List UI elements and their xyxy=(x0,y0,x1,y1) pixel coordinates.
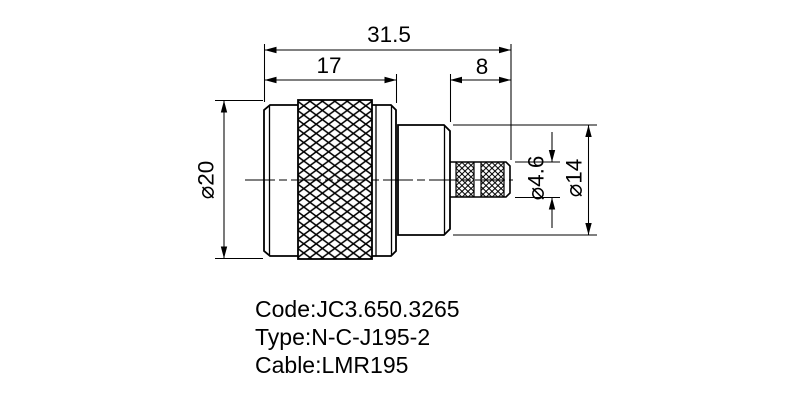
dim-crimp-length-label: 8 xyxy=(476,54,489,79)
rear-body xyxy=(397,124,451,236)
crimp-knurl-segment-2 xyxy=(481,162,504,197)
dim-rear-body-diameter: ⌀14 xyxy=(453,124,597,236)
dim-body-length: 17 xyxy=(264,53,398,103)
dim-body-diameter: ⌀20 xyxy=(194,99,263,260)
connector-side-view xyxy=(245,99,513,260)
part-cable-text: Cable:LMR195 xyxy=(255,352,408,378)
dim-crimp-length: 8 xyxy=(449,54,511,122)
dim-body-diameter-label: ⌀20 xyxy=(194,161,219,200)
part-type-text: Type:N-C-J195-2 xyxy=(255,324,430,350)
dim-overall-length: 31.5 xyxy=(263,22,512,160)
knurled-grip xyxy=(297,99,373,260)
front-collar xyxy=(263,104,298,257)
dim-crimp-diameter-label: ⌀4.6 xyxy=(524,156,549,201)
rear-ring xyxy=(372,104,397,257)
dim-rear-body-diameter-label: ⌀14 xyxy=(562,159,587,198)
part-info-block: Code:JC3.650.3265 Type:N-C-J195-2 Cable:… xyxy=(255,296,460,378)
part-code-text: Code:JC3.650.3265 xyxy=(255,296,460,322)
dim-body-length-label: 17 xyxy=(316,53,341,78)
dim-crimp-diameter: ⌀4.6 xyxy=(515,132,560,228)
dimension-annotations: 31.5 17 8 ⌀20 xyxy=(194,22,597,260)
crimp-knurl-segment-1 xyxy=(456,162,474,197)
dim-overall-length-label: 31.5 xyxy=(367,22,411,47)
